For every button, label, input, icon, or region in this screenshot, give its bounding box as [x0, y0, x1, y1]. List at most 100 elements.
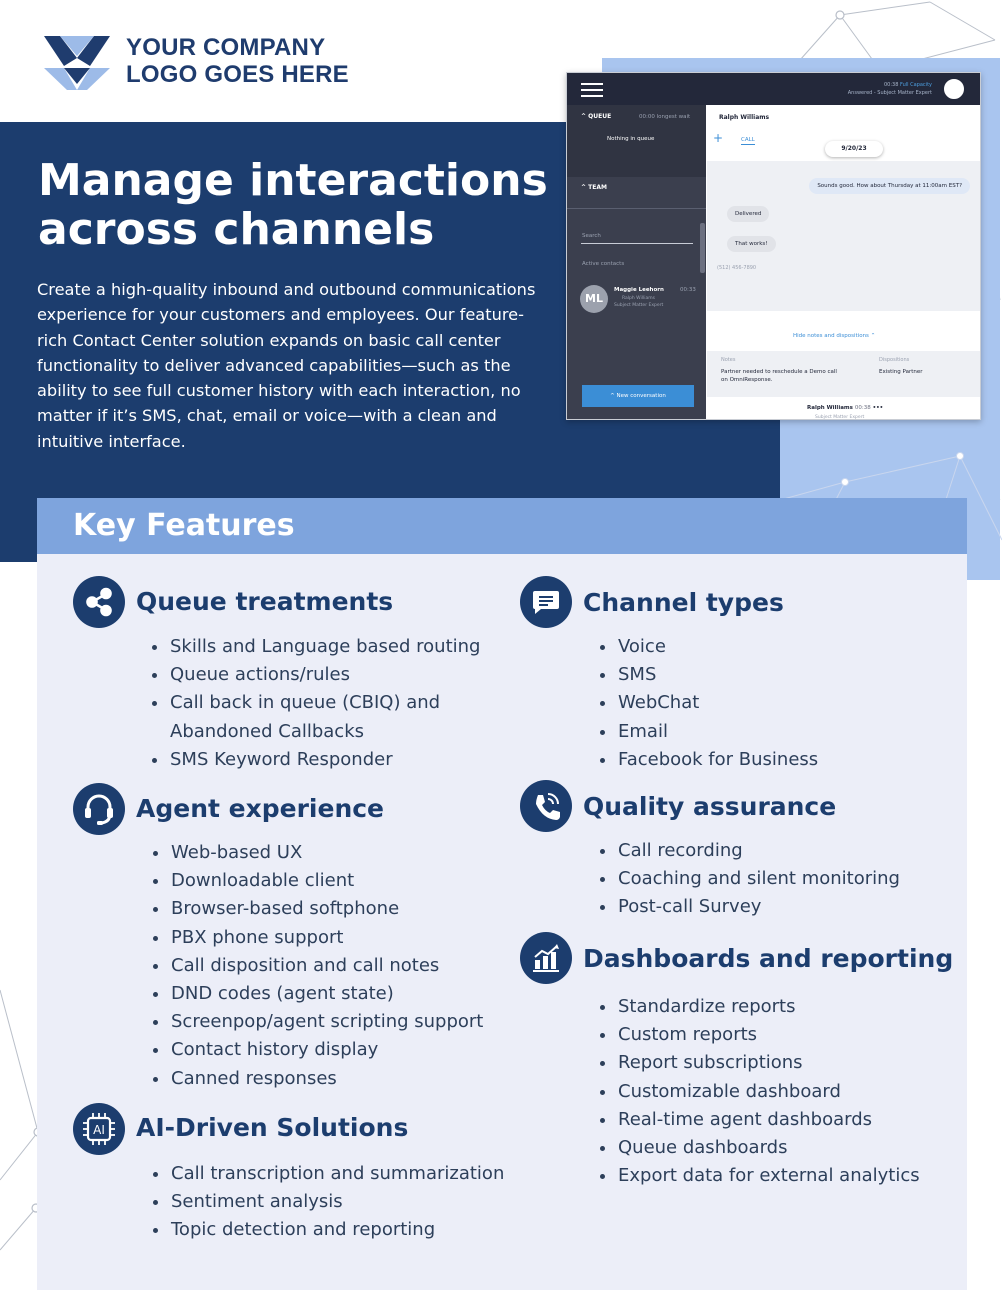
list-item: Downloadable client	[153, 867, 483, 895]
list-item: Call back in queue (CBIQ) and	[152, 689, 480, 717]
tab-call[interactable]: CALL	[741, 137, 755, 145]
hamburger-menu-icon[interactable]	[581, 83, 603, 97]
list-item: WebChat	[600, 689, 818, 717]
list-item: Facebook for Business	[600, 746, 818, 774]
conversation-pane: Ralph Williams + CALL Sounds good. How a…	[707, 105, 980, 420]
date-chip: 9/20/23	[825, 141, 883, 157]
list-item: SMS Keyword Responder	[152, 746, 480, 774]
list-item: Coaching and silent monitoring	[600, 865, 900, 893]
app-sidebar: ^ QUEUE 00:00 longest wait Nothing in qu…	[567, 105, 706, 419]
section-title-queue-treatments: Queue treatments	[136, 587, 394, 616]
list-item: Skills and Language based routing	[152, 633, 480, 661]
chat-bubble-icon	[520, 576, 572, 628]
hide-notes-link[interactable]: Hide notes and dispositions ⌃	[793, 333, 876, 339]
section-title-quality-assurance: Quality assurance	[583, 792, 837, 821]
agent-status: 00:38 Full Capacity Answered - Subject M…	[848, 81, 932, 97]
list-item: Custom reports	[600, 1021, 920, 1049]
hero-title: Manage interactions across channels	[38, 155, 548, 255]
list-item: Canned responses	[153, 1065, 483, 1093]
contact-name[interactable]: Maggie Leehorn	[614, 287, 664, 293]
call-role: Subject Matter Expert	[815, 415, 865, 420]
queue-label[interactable]: ^ QUEUE	[581, 113, 612, 120]
list-item: Standardize reports	[600, 993, 920, 1021]
key-features-header	[37, 498, 967, 554]
list-item: Screenpop/agent scripting support	[153, 1008, 483, 1036]
dispositions-label: Dispositions	[879, 357, 910, 363]
list-item: Topic detection and reporting	[153, 1216, 504, 1244]
phone-number: (512) 456-7890	[717, 265, 757, 271]
status-capacity: Full Capacity	[900, 82, 932, 88]
headset-icon	[73, 783, 125, 835]
company-logo-text: YOUR COMPANY LOGO GOES HERE	[126, 34, 349, 88]
message-incoming: That works!	[727, 236, 776, 252]
team-label[interactable]: ^ TEAM	[581, 184, 607, 191]
active-contacts-label: Active contacts	[582, 261, 625, 267]
add-icon[interactable]: +	[713, 131, 724, 145]
message-delivered: Delivered	[727, 206, 770, 222]
contact-line-1: Ralph Williams	[622, 296, 656, 301]
sidebar-divider	[567, 208, 706, 209]
ai-chip-icon: AI	[73, 1103, 125, 1155]
list-item: Email	[600, 718, 818, 746]
status-time: 00:38	[883, 82, 899, 88]
notes-panel: Notes Partner needed to reschedule a Dem…	[707, 351, 980, 397]
chevron-up-icon: ⌃	[870, 333, 876, 339]
dashboards-and-reporting-list: Standardize reports Custom reports Repor…	[600, 993, 920, 1190]
list-item: Sentiment analysis	[153, 1188, 504, 1216]
logo-line-2: LOGO GOES HERE	[126, 61, 349, 88]
list-item-continuation: Abandoned Callbacks	[170, 720, 365, 742]
list-item: Browser-based softphone	[153, 895, 483, 923]
list-item: Post-call Survey	[600, 893, 900, 921]
notes-label: Notes	[721, 357, 736, 363]
key-features-card	[37, 498, 967, 1290]
status-sub: Answered - Subject Matter Expert	[847, 90, 932, 96]
ai-chip-label: AI	[93, 1123, 105, 1137]
contact-line-2: Subject Matter Expert	[614, 303, 664, 308]
section-title-channel-types: Channel types	[583, 588, 784, 617]
contact-time: 00:33	[680, 287, 696, 293]
list-item: Call transcription and summarization	[153, 1160, 504, 1188]
ai-driven-solutions-list: Call transcription and summarization Sen…	[153, 1160, 504, 1245]
user-avatar-icon[interactable]	[942, 77, 966, 101]
app-screenshot: 00:38 Full Capacity Answered - Subject M…	[566, 72, 981, 420]
key-features-title: Key Features	[73, 508, 295, 543]
list-item: Queue dashboards	[600, 1134, 920, 1162]
new-conversation-button[interactable]: ^ New conversation	[582, 385, 694, 407]
list-item: Customizable dashboard	[600, 1078, 920, 1106]
call-name: Ralph Williams 00:38 •••	[807, 405, 884, 411]
section-title-agent-experience: Agent experience	[136, 794, 385, 823]
list-item: Voice	[600, 633, 818, 661]
list-item: SMS	[600, 661, 818, 689]
list-item: Real-time agent dashboards	[600, 1106, 920, 1134]
list-item: Export data for external analytics	[600, 1162, 920, 1190]
team-search[interactable]: Search	[582, 233, 601, 239]
dispositions-value: Existing Partner	[879, 369, 923, 375]
queue-panel	[567, 105, 706, 177]
chat-area: Sounds good. How about Thursday at 11:00…	[707, 161, 980, 311]
conversation-name: Ralph Williams	[719, 114, 770, 121]
contact-avatar[interactable]: ML	[580, 285, 608, 313]
message-outgoing: Sounds good. How about Thursday at 11:00…	[809, 178, 970, 194]
quality-assurance-list: Call recording Coaching and silent monit…	[600, 837, 900, 922]
agent-experience-list: Web-based UX Downloadable client Browser…	[153, 839, 483, 1093]
hero-description: Create a high-quality inbound and outbou…	[37, 280, 536, 451]
list-item: Call disposition and call notes	[153, 952, 483, 980]
logo-line-1: YOUR COMPANY	[126, 34, 326, 61]
app-top-bar: 00:38 Full Capacity Answered - Subject M…	[567, 73, 980, 105]
share-icon	[73, 576, 125, 628]
search-underline	[581, 243, 693, 244]
list-item: Web-based UX	[153, 839, 483, 867]
section-title-dashboards-and-reporting: Dashboards and reporting	[583, 944, 954, 973]
queue-empty: Nothing in queue	[607, 136, 655, 142]
list-item: Report subscriptions	[600, 1049, 920, 1077]
company-logo-icon	[44, 36, 110, 90]
list-item: Call recording	[600, 837, 900, 865]
queue-wait: 00:00 longest wait	[639, 114, 691, 120]
phone-ring-icon	[520, 780, 572, 832]
list-item: Queue actions/rules	[152, 661, 480, 689]
list-item: DND codes (agent state)	[153, 980, 483, 1008]
channel-types-list: Voice SMS WebChat Email Facebook for Bus…	[600, 633, 818, 774]
queue-treatments-list: Skills and Language based routing Queue …	[152, 633, 480, 774]
sidebar-scrollbar[interactable]	[700, 223, 705, 273]
list-item: Contact history display	[153, 1036, 483, 1064]
